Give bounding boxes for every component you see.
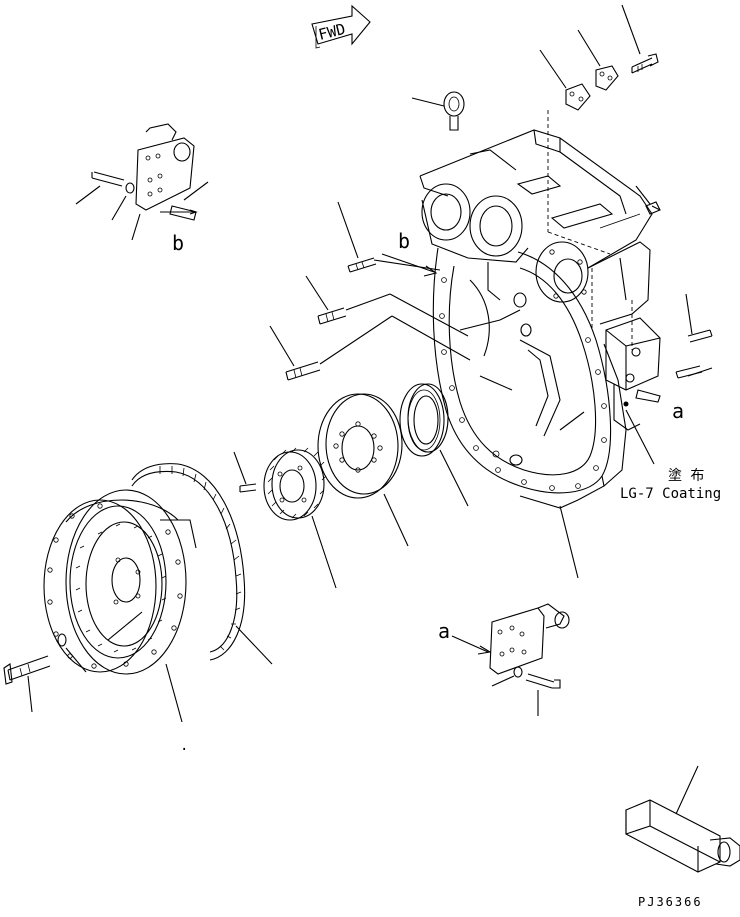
- mounting-bracket-b: [75, 123, 209, 241]
- figure-code: PJ36366: [638, 895, 703, 909]
- flywheel-bolt: [3, 633, 87, 713]
- case-bolt-2: [305, 275, 469, 337]
- coating-label: LG-7 Coating: [620, 486, 721, 502]
- bolt-right-case: [635, 185, 661, 215]
- flywheel: [43, 489, 197, 723]
- shaft-tool: [625, 765, 740, 873]
- dot-mark: .: [180, 738, 188, 754]
- view-label-a-right: a: [672, 399, 684, 423]
- case-bolt-1: [337, 201, 441, 273]
- view-ref-a: a: [438, 619, 450, 643]
- seal-ring: [399, 383, 469, 507]
- valve-block: [605, 293, 713, 431]
- case-bolt-3: [269, 315, 471, 381]
- transmission-case: [419, 110, 661, 509]
- bolt-top-right: [621, 4, 659, 74]
- cover-plate-upper: [577, 29, 619, 91]
- mounting-bracket-a: [451, 603, 570, 716]
- drive-plate: [317, 393, 409, 547]
- ring-gear: [131, 463, 273, 665]
- coating-jp: 塗 布: [668, 467, 704, 484]
- spline-coupling: [233, 447, 337, 589]
- view-ref-b: b: [398, 229, 410, 253]
- gasket-upper: [539, 49, 591, 111]
- view-label-b-left: b: [172, 231, 184, 255]
- eye-bolt: [411, 91, 465, 131]
- fwd-arrow-icon: FWD: [311, 4, 371, 49]
